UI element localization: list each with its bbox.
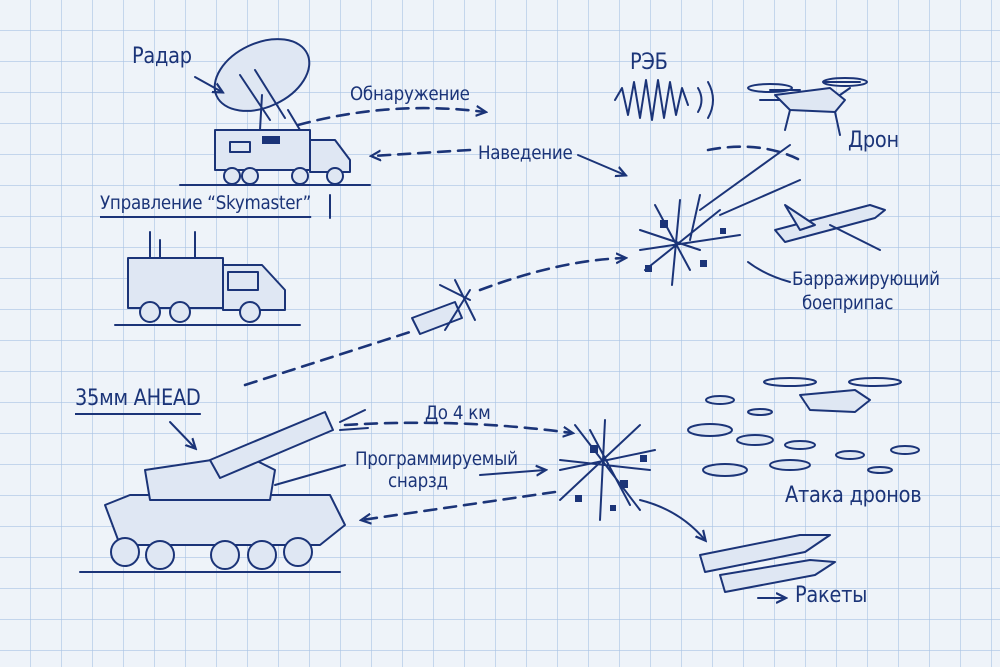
quadcopter-drone-icon [747, 77, 868, 136]
programmable-pointer [274, 464, 346, 486]
radar-pointer-arrow [194, 76, 222, 92]
label-radar: Радар [132, 44, 192, 69]
label-swarm: Атака дронов [785, 483, 922, 508]
label-control: Управление “Skymaster” [100, 192, 311, 218]
missiles-icon [699, 534, 836, 593]
spaag-vehicle-icon [79, 409, 369, 573]
drone-trajectory [706, 145, 802, 162]
label-gun: 35мм AHEAD [75, 386, 201, 415]
control-truck-icon [114, 231, 301, 326]
label-ew: РЭБ [630, 50, 668, 75]
ew-jamming-wave-icon [614, 79, 689, 121]
gun-pointer-arrow [169, 421, 195, 448]
guidance-arrow-back [372, 148, 472, 156]
loitering-pointer [747, 261, 791, 283]
range-arrow [343, 421, 572, 433]
return-arrow [362, 490, 557, 520]
explosion-lower-icon [559, 419, 656, 521]
explosion-upper-icon [639, 144, 801, 286]
guidance-arrow-forward [577, 154, 625, 175]
radar-truck-icon [179, 38, 371, 186]
shell-trajectory-2 [478, 258, 625, 292]
label-detection: Обнаружение [350, 83, 470, 105]
label-programmable-2: снарзд [388, 470, 448, 492]
label-programmable-1: Программируемый [355, 448, 518, 470]
label-drone: Дрон [848, 128, 899, 153]
label-range: До 4 км [425, 402, 491, 424]
loitering-munition-icon [774, 204, 886, 251]
missile-arrow [639, 499, 705, 540]
label-missiles: Ракеты [795, 583, 868, 608]
label-loitering-1: Барражирующий [792, 268, 940, 290]
programmable-shell-arrow [479, 470, 545, 475]
label-guidance: Наведение [478, 142, 573, 164]
airburst-shell-icon [411, 279, 476, 335]
drone-swarm-icon [687, 377, 920, 477]
signal-icon [697, 81, 714, 119]
label-loitering-2: боеприпас [802, 292, 894, 314]
detection-arrow [296, 108, 485, 127]
shell-trajectory-1 [243, 330, 412, 387]
